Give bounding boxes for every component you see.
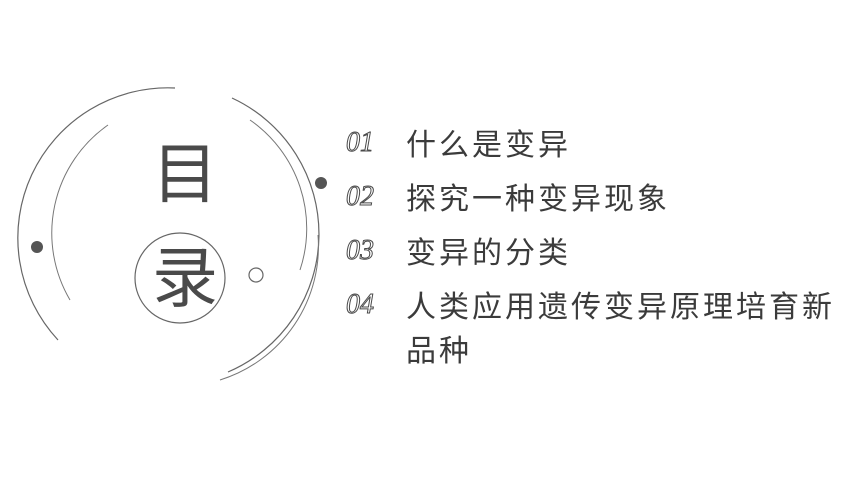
toc-number: 04 bbox=[346, 289, 375, 321]
inner-arc-left bbox=[51, 124, 109, 301]
toc-label: 变异的分类 bbox=[406, 236, 571, 271]
toc-label: 人类应用遗传变异原理培育新品种 bbox=[406, 290, 835, 369]
hollow-dot bbox=[248, 267, 264, 283]
title-char-1: 目 bbox=[152, 136, 218, 213]
toc-number: 01 bbox=[346, 127, 375, 159]
inner-arc-bottom bbox=[219, 234, 319, 381]
title-char-2: 录 bbox=[152, 240, 218, 317]
inner-arc-right bbox=[249, 119, 308, 271]
outer-arc-right bbox=[227, 97, 320, 373]
title-char-ring bbox=[134, 232, 226, 324]
toc-item-1[interactable]: 01 什么是变异 bbox=[346, 124, 846, 168]
toc-label: 探究一种变异现象 bbox=[406, 182, 670, 217]
toc-number: 03 bbox=[346, 235, 375, 267]
ring-dot-left bbox=[31, 241, 43, 253]
toc-item-2[interactable]: 02 探究一种变异现象 bbox=[346, 178, 846, 222]
ring-dot-right bbox=[315, 177, 327, 189]
toc-item-3[interactable]: 03 变异的分类 bbox=[346, 232, 846, 276]
toc-item-4[interactable]: 04 人类应用遗传变异原理培育新品种 bbox=[346, 286, 846, 374]
toc-number: 02 bbox=[346, 181, 375, 213]
toc-label: 什么是变异 bbox=[406, 128, 571, 163]
outer-arc-left bbox=[17, 87, 176, 341]
